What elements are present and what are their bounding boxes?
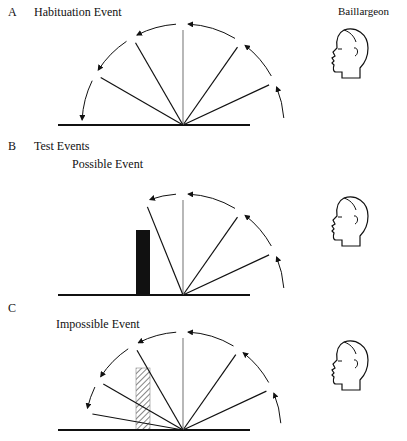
panel-label: Possible Event [72,158,143,170]
screen-position [183,47,238,125]
screen-position [136,43,184,125]
screen-position [101,78,183,126]
panel-letter: C [8,302,16,314]
rotation-arrow [245,45,271,76]
rotation-arrow [139,332,177,343]
floor [58,429,250,431]
panel-label: Test Events [34,140,89,152]
screen-position [183,355,236,430]
screen-position [183,255,269,295]
screen-position [147,207,183,295]
rotation-arrow [188,24,235,38]
screen-position [137,350,183,430]
impossible-fan [58,332,281,430]
screen-position [183,217,238,295]
panel-label: Baillargeon [338,6,389,17]
hidden-box [136,368,150,430]
floor [58,294,250,296]
rotation-arrow [88,387,95,408]
floor [58,124,250,126]
rotation-arrow [274,393,281,423]
rotation-arrow [101,349,128,377]
habituation-fan [58,24,284,125]
rotation-arrow [188,194,235,208]
screen-position [182,30,183,125]
rotation-arrow [277,87,284,118]
rotation-arrow [243,353,268,383]
box-block [136,230,150,295]
rotation-arrow [98,41,126,70]
rotation-arrow [150,194,176,199]
panel-letter: A [8,6,17,18]
rotation-arrow [137,24,176,35]
panel-label: Habituation Event [34,6,122,18]
screen-position [183,85,269,125]
screen-position [182,338,183,430]
infant-head [332,29,368,78]
rotation-arrow [277,257,284,288]
screen-position [183,391,266,430]
infant-head [332,341,368,390]
rotation-arrow [188,332,233,346]
panel-letter: B [8,140,16,152]
infant-head [332,197,368,246]
rotation-arrow [82,81,92,120]
rotation-arrow [245,215,271,246]
possible-fan [58,194,284,295]
panel-label: Impossible Event [56,318,140,330]
screen-position [92,414,183,430]
screen-position [182,200,183,295]
